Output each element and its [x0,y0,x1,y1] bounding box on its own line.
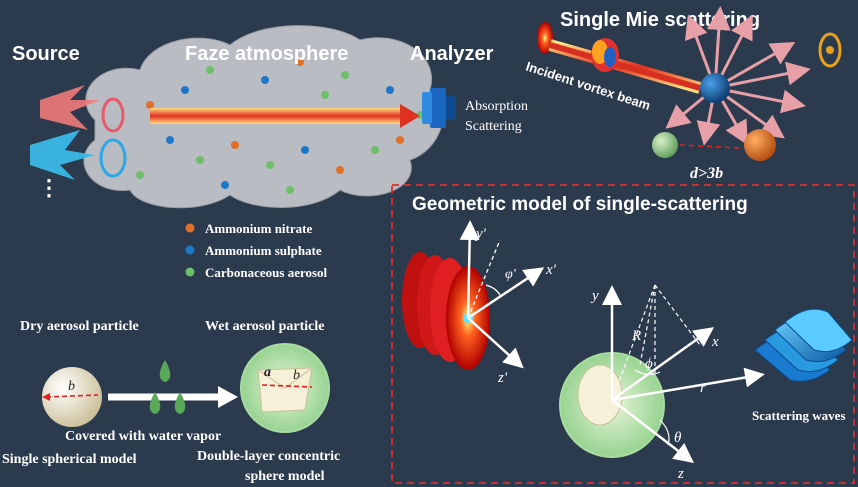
vortex-beam [537,22,702,94]
scattering-rays [665,6,811,146]
geometric-model-frame [391,184,855,484]
R-label: R [631,328,641,344]
sphere-core [577,364,623,426]
ellipsis-icon: ⋮ [38,175,60,200]
y-prime-label: y' [474,226,487,242]
analyzer-label: Analyzer [410,43,494,65]
absorption-label: Absorption [465,99,528,114]
water-droplets-icon [149,360,186,414]
geometric-title: Geometric model of single-scattering [412,194,748,215]
x-prime-label: x' [545,262,557,278]
r-label: r [700,380,706,396]
phi-label: ϕ [645,356,653,372]
dry-particle-label: Dry aerosol particle [20,319,139,334]
beam-arrowhead [400,104,420,128]
mie-title: Single Mie scattering [560,9,760,31]
atmosphere-label: Faze atmosphere [185,43,348,65]
legend-swatch-carbon [185,267,195,277]
analyzer-device [422,88,456,128]
source-lasers [30,85,127,180]
dry-radius-label: b [68,379,75,394]
distance-line [679,144,741,149]
scattering-waves-icon [754,308,853,382]
theta-label: θ [674,430,682,446]
wet-radius-line [261,384,313,388]
y-label: y [590,288,599,304]
single-model-label: Single spherical model [2,452,137,467]
shell-radius-label: b [293,368,300,383]
orange-particle [744,129,776,161]
double-model-label-1: Double-layer concentric [197,449,340,464]
source-label: Source [12,43,80,65]
core-radius-label: a [264,365,271,380]
double-model-label-2: sphere model [245,469,325,484]
distance-condition: d>3b [690,165,723,182]
phi-prime-label: φ' [505,267,517,282]
legend-label-carbon: Carbonaceous aerosol [205,265,328,280]
legend-label-sulphate: Ammonium sulphate [205,243,322,258]
dry-radius-line [45,394,99,398]
scattering-label: Scattering [465,119,522,134]
green-particle [652,132,678,158]
scatter-particle [700,73,730,103]
z-prime-label: z' [497,370,508,386]
dry-particle [42,367,102,427]
scattering-waves-label: Scattering waves [752,408,846,423]
legend: Ammonium nitrate Ammonium sulphate Carbo… [185,221,328,280]
primed-axes [459,220,545,369]
legend-swatch-nitrate [185,223,195,233]
detector-eye-icon [818,32,842,68]
x-label: x [711,334,719,350]
process-label: Covered with water vapor [65,429,221,444]
wet-particle-label: Wet aerosol particle [205,319,325,334]
legend-swatch-sulphate [185,245,195,255]
unprimed-axes [602,284,765,464]
legend-label-nitrate: Ammonium nitrate [205,221,312,236]
laser-beam [150,108,400,124]
z-label: z [677,466,684,482]
